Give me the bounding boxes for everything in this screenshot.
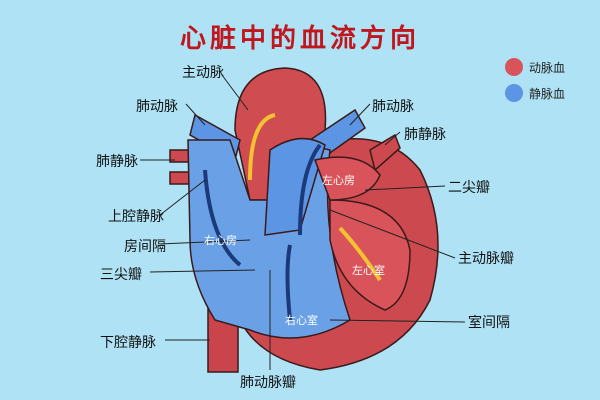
label-atrial-septum: 房间隔 <box>124 239 166 255</box>
label-aortic-valve: 主动脉瓣 <box>458 251 514 267</box>
label-mitral-valve: 二尖瓣 <box>448 180 490 196</box>
legend-venous: 静脉血 <box>505 84 565 102</box>
chamber-left-atrium: 左心房 <box>322 174 355 187</box>
chamber-left-ventricle: 左心室 <box>352 264 385 277</box>
label-pulmonary-valve: 肺动脉瓣 <box>240 375 296 391</box>
leader-lines <box>140 74 466 370</box>
venous-blood-swatch <box>505 84 523 102</box>
label-superior-vena-cava: 上腔静脉 <box>108 209 164 225</box>
left-ventricle <box>329 199 411 311</box>
chamber-right-atrium: 右心房 <box>204 234 237 247</box>
pulmonary-vein-right <box>369 133 401 172</box>
chamber-right-ventricle: 右心室 <box>285 314 318 327</box>
label-inferior-vena-cava: 下腔静脉 <box>100 335 156 351</box>
label-aorta: 主动脉 <box>182 65 224 81</box>
label-pulmonary-artery-right: 肺动脉 <box>372 99 414 115</box>
label-tricuspid-valve: 三尖瓣 <box>100 267 142 283</box>
left-atrium <box>313 156 381 201</box>
legend-label: 动脉血 <box>529 60 566 75</box>
label-ventricular-septum: 室间隔 <box>468 315 510 331</box>
label-pulmonary-vein-left: 肺静脉 <box>96 154 138 170</box>
arterial-blood-swatch <box>505 58 523 76</box>
label-pulmonary-artery-left: 肺动脉 <box>136 99 178 115</box>
legend-label: 静脉血 <box>529 86 566 101</box>
label-pulmonary-vein-right: 肺静脉 <box>404 127 446 143</box>
diagram-title: 心脏中的血流方向 <box>179 24 420 54</box>
legend-arterial: 动脉血 <box>505 58 565 76</box>
